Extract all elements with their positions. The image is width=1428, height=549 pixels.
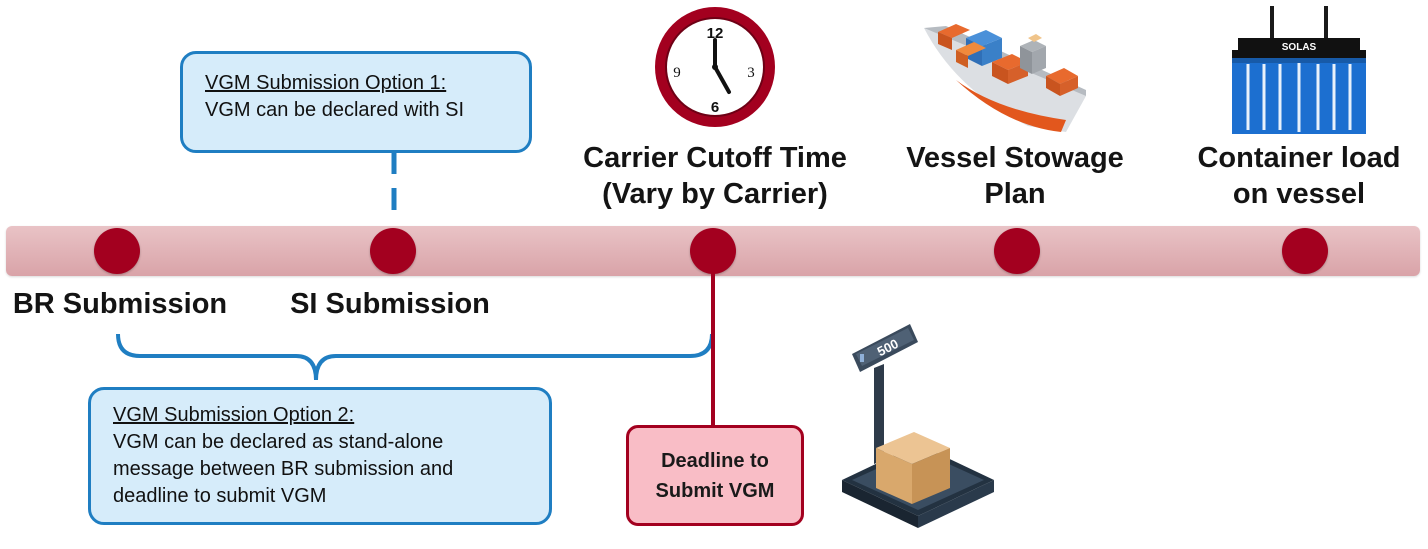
milestone-label-load: Container load on vessel [1197,142,1401,210]
deadline-box: Deadline to Submit VGM [626,425,804,526]
option2-bracket [116,333,714,381]
deadline-line: Submit VGM [655,479,775,502]
milestone-label-cutoff: Carrier Cutoff Time (Vary by Carrier) [583,142,847,210]
solas-sign: SOLAS [1282,42,1317,53]
weighing-scale-icon: 500 [842,324,994,528]
clock-icon: 12 3 6 9 [655,7,775,127]
option1-heading: VGM Submission Option 1: [205,72,447,94]
option2-line: deadline to submit VGM [113,485,327,507]
option1-callout: VGM Submission Option 1: VGM can be decl… [180,51,532,153]
milestone-dot-si [370,228,416,274]
milestone-dot-br [94,228,140,274]
milestone-label-br: BR Submission [12,288,228,320]
clock-numeral: 6 [711,99,719,116]
clock-numeral: 9 [673,65,681,81]
clock-numeral: 12 [707,25,724,42]
milestone-dot-load [1282,228,1328,274]
option1-text: VGM can be declared with SI [205,99,465,121]
milestone-dot-stowage [994,228,1040,274]
container-crane-icon: SOLAS [1232,6,1366,134]
option2-line: VGM can be declared as stand-alone [113,431,444,453]
cargo-ship-icon [924,24,1086,132]
option2-callout: VGM Submission Option 2: VGM can be decl… [88,387,552,525]
deadline-line: Deadline to [661,449,769,472]
milestone-label-stowage: Vessel Stowage Plan [906,142,1124,210]
option2-heading: VGM Submission Option 2: [113,404,355,426]
clock-numeral: 3 [747,65,755,81]
milestone-label-si: SI Submission [290,288,490,320]
option2-line: message between BR submission and [113,458,454,480]
